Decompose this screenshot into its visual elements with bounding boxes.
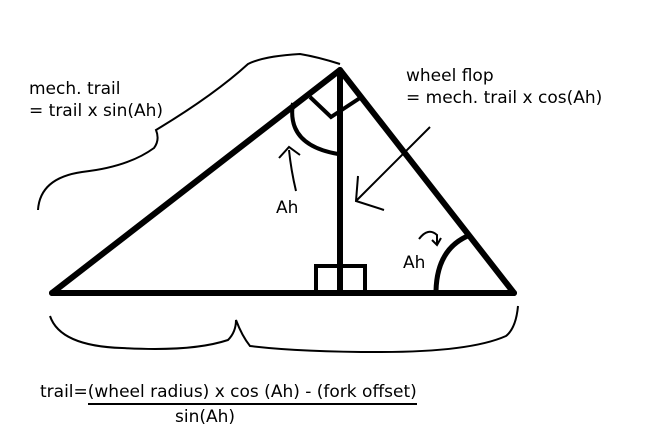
right-angle-marker-apex bbox=[308, 94, 365, 120]
wheel-flop-label: wheel flop = mech. trail x cos(Ah) bbox=[406, 65, 602, 109]
formula-numerator-row: trail=(wheel radius) x cos (Ah) - (fork … bbox=[40, 381, 417, 405]
triangle-right-side bbox=[337, 67, 517, 296]
right-angle-marker-base bbox=[314, 264, 367, 293]
arrow-to-right-angle bbox=[418, 230, 442, 247]
formula-denominator: sin(Ah) bbox=[175, 407, 236, 427]
arrow-to-apex-angle bbox=[278, 145, 301, 192]
angle-arc-apex bbox=[290, 102, 339, 156]
angle-arc-right bbox=[433, 232, 471, 292]
mech-trail-brace bbox=[37, 52, 341, 211]
angle-label-right: Ah bbox=[403, 253, 426, 273]
formula-numerator: (wheel radius) x cos (Ah) - (fork offset… bbox=[87, 382, 417, 405]
trail-brace bbox=[49, 305, 519, 354]
angle-label-apex: Ah bbox=[276, 198, 299, 218]
wheel-flop-line1: wheel flop bbox=[406, 66, 494, 86]
wheel-flop-arrow bbox=[354, 126, 431, 211]
mech-trail-line2: = trail x sin(Ah) bbox=[29, 101, 164, 121]
wheel-flop-line2: = mech. trail x cos(Ah) bbox=[406, 88, 603, 108]
formula-prefix: trail= bbox=[40, 382, 88, 402]
mech-trail-line1: mech. trail bbox=[29, 79, 121, 99]
mech-trail-label: mech. trail = trail x sin(Ah) bbox=[29, 78, 163, 122]
